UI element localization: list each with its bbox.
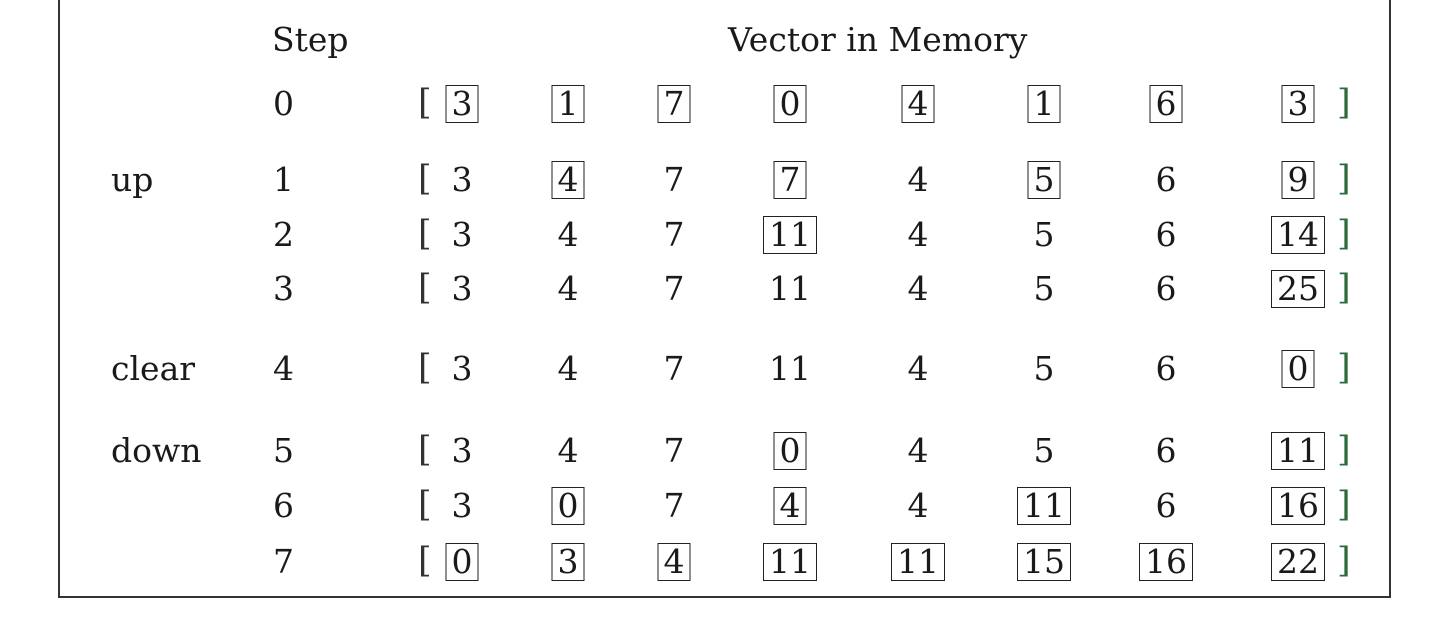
memory-cell: 6 [1155, 431, 1177, 470]
step-number: 3 [273, 269, 294, 308]
open-bracket: [ [418, 268, 432, 308]
boxed-memory-cell: 3 [445, 85, 479, 123]
boxed-memory-cell: 14 [1271, 216, 1325, 254]
open-bracket: [ [418, 430, 432, 470]
boxed-memory-cell: 22 [1271, 543, 1325, 581]
boxed-memory-cell: 0 [1281, 350, 1315, 388]
boxed-memory-cell: 16 [1139, 543, 1193, 581]
open-bracket: [ [418, 348, 432, 388]
step-column-header: Step [272, 20, 349, 59]
memory-cell: 6 [1155, 215, 1177, 254]
boxed-memory-cell: 16 [1271, 487, 1325, 525]
boxed-memory-cell: 11 [891, 543, 945, 581]
boxed-memory-cell: 4 [551, 161, 585, 199]
memory-cell: 3 [451, 431, 473, 470]
memory-cell: 11 [769, 269, 811, 308]
memory-cell: 3 [451, 486, 473, 525]
memory-cell: 4 [907, 349, 929, 388]
memory-cell: 7 [663, 269, 685, 308]
boxed-memory-cell: 5 [1027, 161, 1061, 199]
step-number: 0 [273, 84, 294, 123]
memory-cell: 6 [1155, 349, 1177, 388]
open-bracket: [ [418, 541, 432, 581]
boxed-memory-cell: 4 [657, 543, 691, 581]
memory-cell: 4 [907, 431, 929, 470]
close-bracket: ] [1337, 430, 1351, 470]
memory-cell: 4 [907, 215, 929, 254]
memory-cell: 7 [663, 160, 685, 199]
boxed-memory-cell: 25 [1271, 270, 1325, 308]
memory-cell: 7 [663, 431, 685, 470]
diagram-frame [58, 0, 1391, 598]
open-bracket: [ [418, 159, 432, 199]
boxed-memory-cell: 1 [1027, 85, 1061, 123]
boxed-memory-cell: 11 [763, 543, 817, 581]
memory-cell: 3 [451, 215, 473, 254]
boxed-memory-cell: 11 [1017, 487, 1071, 525]
boxed-memory-cell: 7 [773, 161, 807, 199]
boxed-memory-cell: 11 [1271, 432, 1325, 470]
boxed-memory-cell: 7 [657, 85, 691, 123]
boxed-memory-cell: 0 [445, 543, 479, 581]
close-bracket: ] [1337, 83, 1351, 123]
memory-cell: 4 [557, 431, 579, 470]
memory-cell: 5 [1033, 349, 1055, 388]
memory-cell: 4 [557, 349, 579, 388]
close-bracket: ] [1337, 268, 1351, 308]
step-number: 2 [273, 215, 294, 254]
step-number: 6 [273, 486, 294, 525]
close-bracket: ] [1337, 485, 1351, 525]
step-number: 1 [273, 160, 294, 199]
phase-label: down [111, 431, 202, 470]
phase-label: clear [111, 349, 196, 388]
memory-cell: 5 [1033, 269, 1055, 308]
close-bracket: ] [1337, 541, 1351, 581]
memory-cell: 11 [769, 349, 811, 388]
memory-cell: 4 [557, 215, 579, 254]
close-bracket: ] [1337, 348, 1351, 388]
step-number: 4 [273, 349, 294, 388]
boxed-memory-cell: 3 [1281, 85, 1315, 123]
boxed-memory-cell: 11 [763, 216, 817, 254]
memory-cell: 4 [907, 269, 929, 308]
memory-cell: 7 [663, 349, 685, 388]
memory-cell: 6 [1155, 160, 1177, 199]
memory-cell: 4 [557, 269, 579, 308]
boxed-memory-cell: 4 [901, 85, 935, 123]
boxed-memory-cell: 4 [773, 487, 807, 525]
phase-label: up [111, 160, 154, 199]
memory-cell: 4 [907, 160, 929, 199]
boxed-memory-cell: 3 [551, 543, 585, 581]
memory-cell: 7 [663, 215, 685, 254]
boxed-memory-cell: 0 [551, 487, 585, 525]
memory-cell: 4 [907, 486, 929, 525]
memory-cell: 3 [451, 160, 473, 199]
step-number: 5 [273, 431, 294, 470]
memory-cell: 3 [451, 349, 473, 388]
memory-cell: 7 [663, 486, 685, 525]
open-bracket: [ [418, 214, 432, 254]
boxed-memory-cell: 1 [551, 85, 585, 123]
memory-cell: 6 [1155, 486, 1177, 525]
step-number: 7 [273, 542, 294, 581]
close-bracket: ] [1337, 159, 1351, 199]
memory-cell: 5 [1033, 431, 1055, 470]
open-bracket: [ [418, 83, 432, 123]
boxed-memory-cell: 15 [1017, 543, 1071, 581]
memory-cell: 6 [1155, 269, 1177, 308]
vector-column-header: Vector in Memory [728, 20, 1028, 59]
memory-cell: 3 [451, 269, 473, 308]
memory-cell: 5 [1033, 215, 1055, 254]
boxed-memory-cell: 6 [1149, 85, 1183, 123]
close-bracket: ] [1337, 214, 1351, 254]
boxed-memory-cell: 0 [773, 432, 807, 470]
open-bracket: [ [418, 485, 432, 525]
boxed-memory-cell: 9 [1281, 161, 1315, 199]
boxed-memory-cell: 0 [773, 85, 807, 123]
